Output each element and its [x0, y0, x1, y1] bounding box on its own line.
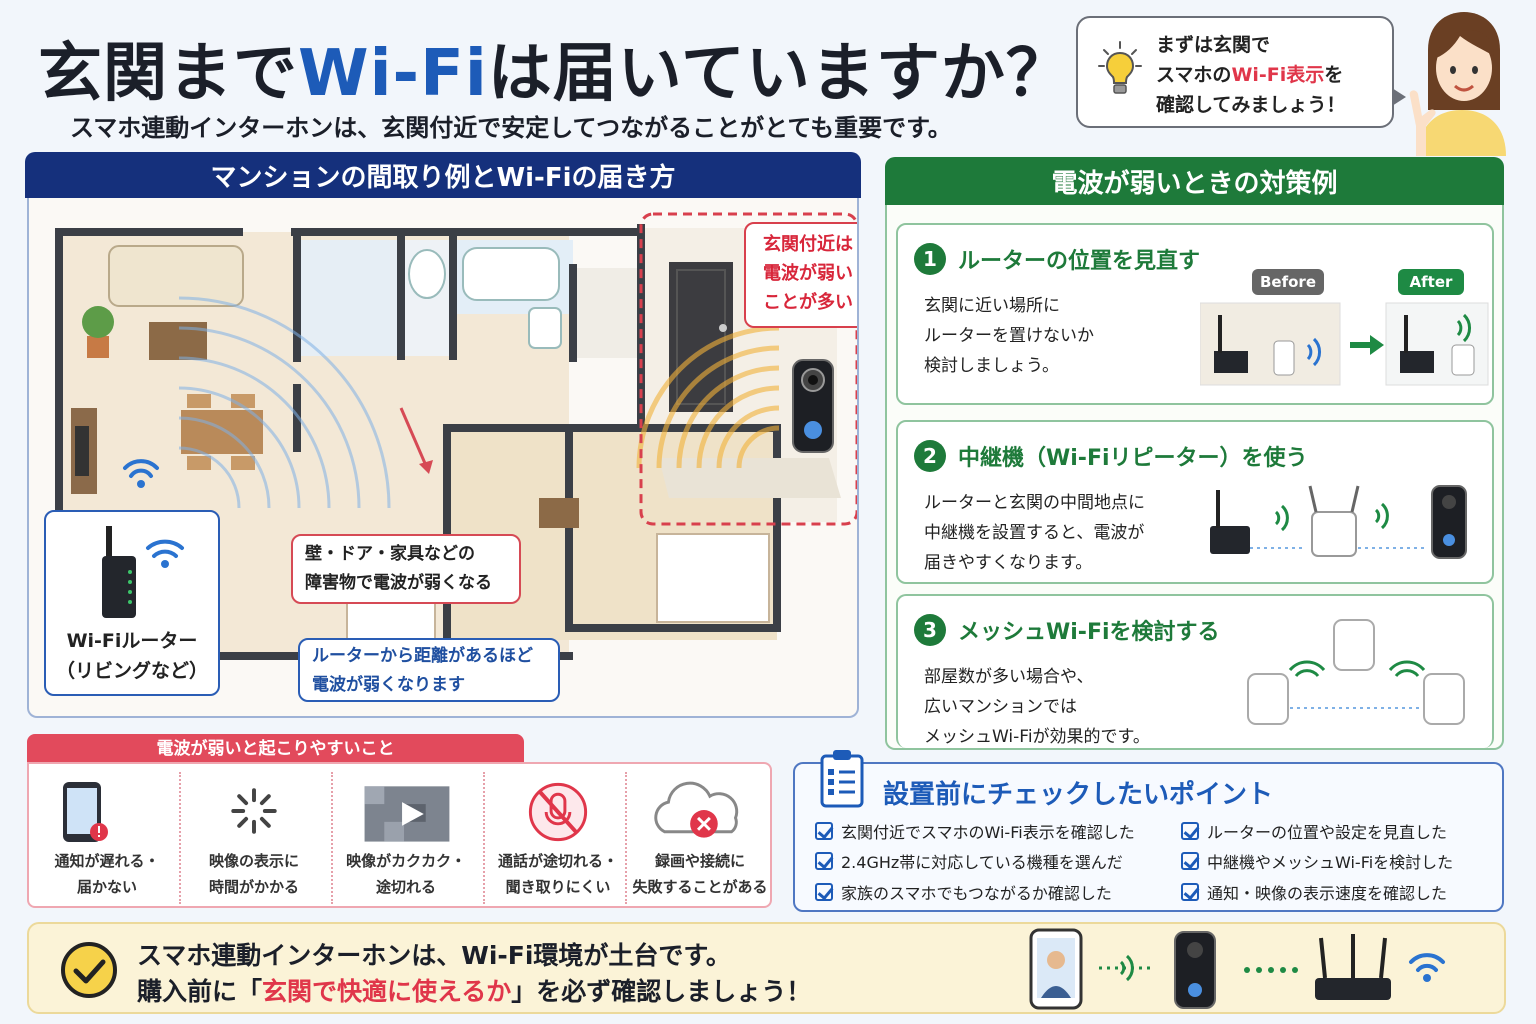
- checkbox-checked-icon: [815, 852, 833, 870]
- cloud-error-icon: [654, 781, 739, 838]
- fix-body: ルーターと玄関の中間地点に中継機を設置すると、電波が届きやすくなります。: [924, 493, 1145, 573]
- title-accent: Wi-Fi: [298, 37, 488, 111]
- fix-card-mesh-wifi: 3 メッシュWi-Fiを検討する 部屋数が多い場合や、広いマンションではメッシュ…: [896, 594, 1494, 748]
- router-callout: Wi-Fiルーター （リビングなど）: [44, 510, 220, 696]
- fix-title: ルーターの位置を見直す: [958, 249, 1201, 274]
- checkbox-checked-icon: [815, 883, 833, 901]
- page-title: 玄関までWi-Fiは届いていますか？: [38, 37, 1071, 111]
- checklist-item[interactable]: ルーターの位置や設定を見直した: [1181, 819, 1447, 843]
- pointing-woman-illustration: [1409, 12, 1506, 156]
- fixes-heading: 電波が弱いときの対策例: [885, 157, 1504, 205]
- router-reposition-illustration: [1200, 302, 1489, 386]
- checklist-item[interactable]: 家族のスマホでもつながるか確認した: [815, 880, 1112, 904]
- checkbox-checked-icon: [1181, 883, 1199, 901]
- loading-spinner-icon: [231, 788, 277, 834]
- floor-plan-heading: マンションの間取り例とWi-Fiの届き方: [25, 152, 861, 198]
- fix-title: メッシュWi-Fiを検討する: [958, 620, 1220, 645]
- router-label-line1: Wi-Fiルーター: [66, 630, 198, 652]
- problem-item: 映像がカクカク・途切れる: [331, 772, 479, 904]
- checklist-item[interactable]: 2.4GHz帯に対応している機種を選んだ: [815, 849, 1123, 873]
- obstacle-callout: 壁・ドア・家具などの 障害物で電波が弱くなる: [291, 534, 521, 604]
- fix-body: 玄関に近い場所にルーターを置けないか検討しましょう。: [924, 296, 1094, 376]
- fix-card-router-position: 1 ルーターの位置を見直す 玄関に近い場所にルーターを置けないか検討しましょう。…: [896, 223, 1494, 405]
- fix-number: 3: [914, 614, 946, 646]
- check-circle-icon: [61, 942, 117, 998]
- lightbulb-icon: [1098, 41, 1142, 94]
- problem-item: 通話が途切れる・聞き取りにくい: [483, 772, 631, 904]
- fix-body: 部屋数が多い場合や、広いマンションではメッシュWi-Fiが効果的です。: [924, 667, 1150, 747]
- wifi-signal-icon: [123, 459, 159, 478]
- checkbox-checked-icon: [815, 822, 833, 840]
- problem-item: 映像の表示に時間がかかる: [179, 772, 327, 904]
- problems-heading: 電波が弱いと起こりやすいこと: [27, 734, 524, 764]
- checklist-item[interactable]: 中継機やメッシュWi-Fiを検討した: [1181, 849, 1453, 873]
- tip-line-1: まずは玄関で: [1156, 34, 1271, 56]
- mesh-wifi-illustration: [1247, 619, 1465, 725]
- checklist-panel: 設置前にチェックしたいポイント 玄関付近でスマホのWi-Fi表示を確認した 2.…: [793, 750, 1504, 912]
- entrance-weak-signal-callout: 玄関付近は 電波が弱い ことが多い: [744, 222, 857, 328]
- phone-notification-icon: [63, 782, 108, 842]
- fix-title: 中継機（Wi-Fiリピーター）を使う: [958, 446, 1308, 471]
- tip-line-3: 確認してみましょう！: [1156, 94, 1346, 116]
- distance-callout: ルーターから距離があるほど 電波が弱くなります: [298, 638, 560, 702]
- checklist-item[interactable]: 通知・映像の表示速度を確認した: [1181, 880, 1447, 904]
- fix-number: 1: [914, 243, 946, 275]
- repeater-illustration: [1210, 485, 1467, 559]
- footer-line-1: スマホ連動インターホンは、Wi-Fi環境が土台です。: [137, 941, 731, 970]
- problems-panel: 通知が遅れる・届かない 映像の表示に時間がかかる 映像がカクカク・途切れる 通話…: [27, 762, 772, 908]
- tip-speech-bubble: まずは玄関で スマホのWi-Fi表示を 確認してみましょう！: [1076, 16, 1406, 128]
- checklist-item[interactable]: 玄関付近でスマホのWi-Fi表示を確認した: [815, 819, 1135, 843]
- wifi-router-icon: [102, 526, 184, 618]
- fixes-panel: 1 ルーターの位置を見直す 玄関に近い場所にルーターを置けないか検討しましょう。…: [885, 205, 1504, 750]
- fix-card-repeater: 2 中継機（Wi-Fiリピーター）を使う ルーターと玄関の中間地点に中継機を設置…: [896, 420, 1494, 584]
- page-subtitle: スマホ連動インターホンは、玄関付近で安定してつながることがとても重要です。: [70, 114, 952, 142]
- fix-number: 2: [914, 440, 946, 472]
- tip-line-2: スマホのWi-Fi表示を: [1156, 64, 1344, 86]
- doorbell-camera-icon: [792, 359, 834, 453]
- floor-plan-panel: 壁・ドア・家具などの 障害物で電波が弱くなる 玄関付近は 電波が弱い ことが多い…: [27, 198, 859, 718]
- checklist-heading: 設置前にチェックしたいポイント: [883, 780, 1274, 810]
- footer-banner: スマホ連動インターホンは、Wi-Fi環境が土台です。 購入前に「玄関で快適に使え…: [27, 922, 1506, 1014]
- problem-item: 通知が遅れる・届かない: [33, 772, 181, 904]
- clipboard-icon: [820, 750, 864, 808]
- footer-line-2: 購入前に「玄関で快適に使えるか」を必ず確認しましょう！: [137, 977, 812, 1006]
- checkbox-checked-icon: [1181, 852, 1199, 870]
- problem-item: 録画や接続に失敗することがある: [625, 772, 773, 904]
- router-label-line2: （リビングなど）: [55, 660, 208, 682]
- pixelated-video-icon: [364, 786, 450, 842]
- plant-icon: [82, 306, 114, 358]
- checkbox-checked-icon: [1181, 822, 1199, 840]
- before-tag: Before: [1252, 269, 1324, 295]
- after-tag: After: [1398, 269, 1464, 295]
- phone-doorbell-router-illustration: [1029, 928, 1445, 1010]
- muted-mic-icon: [528, 782, 588, 842]
